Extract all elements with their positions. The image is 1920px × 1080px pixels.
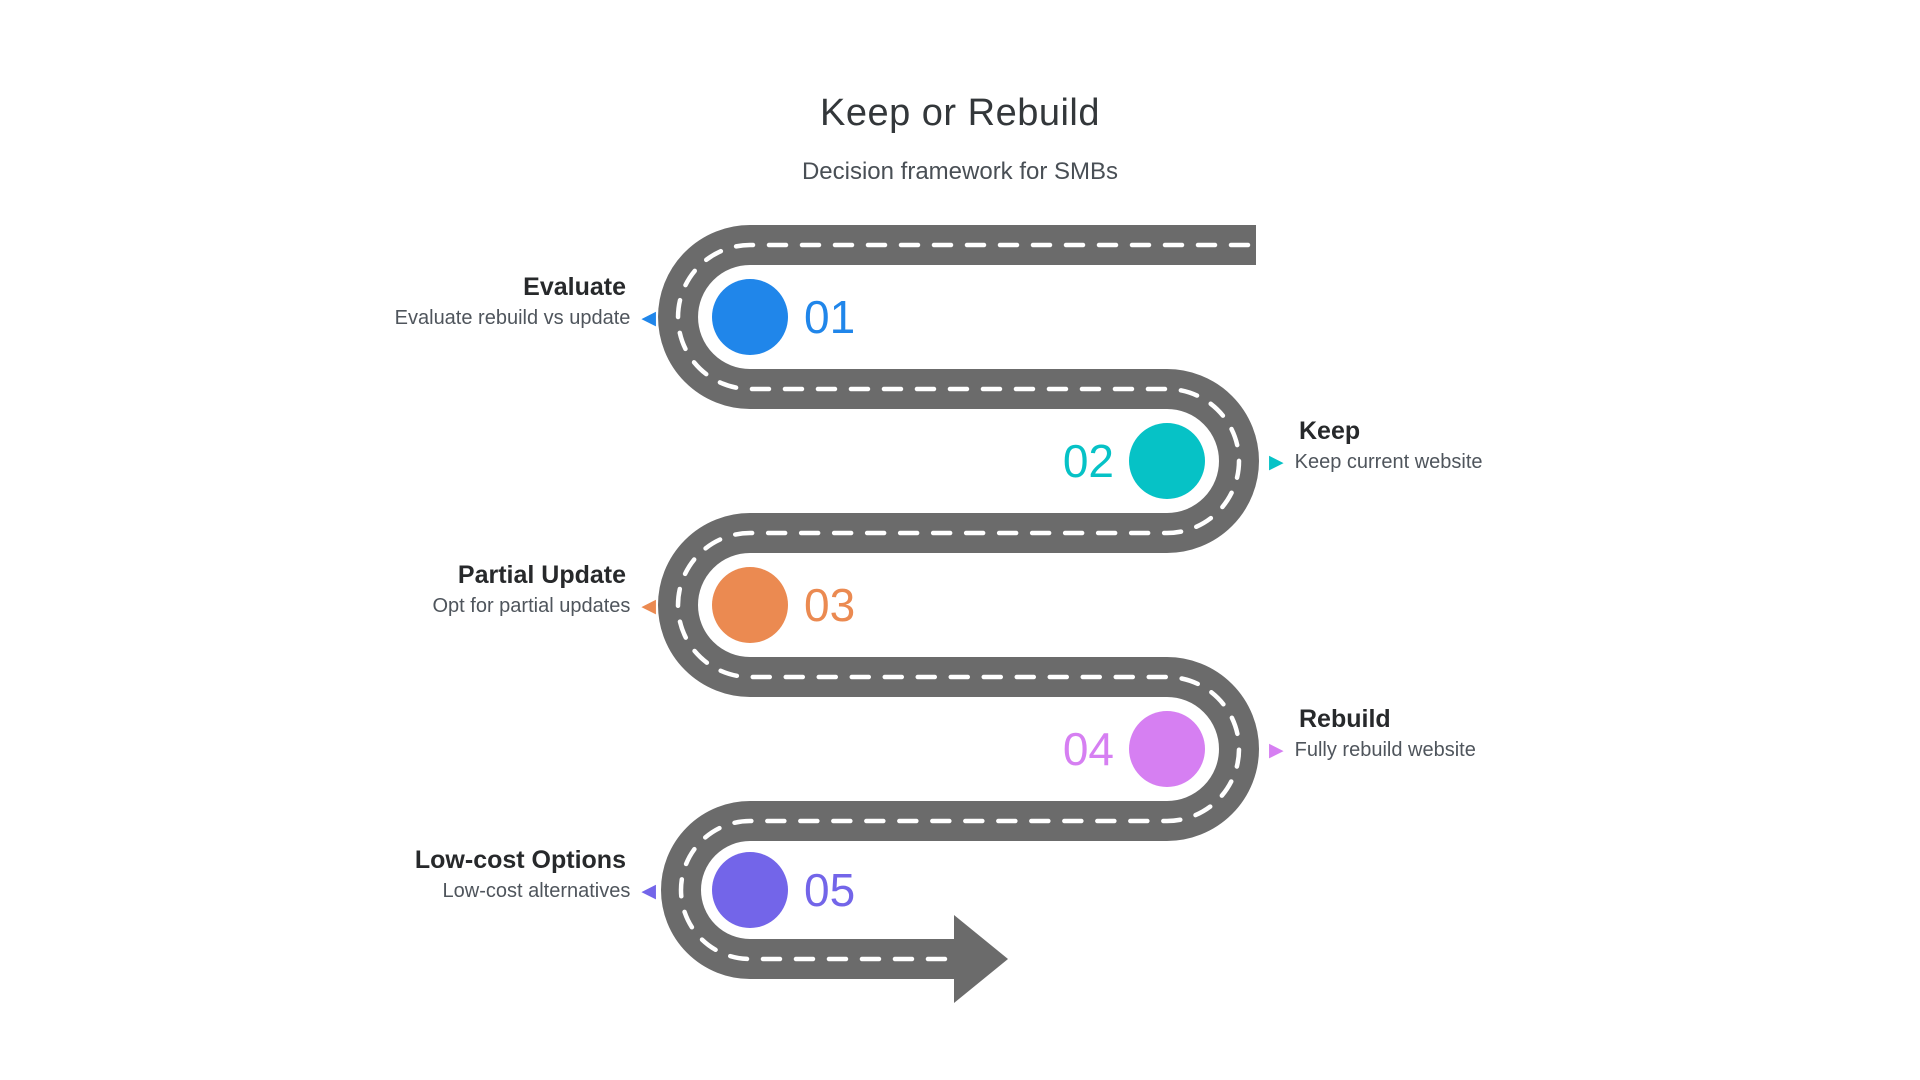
step-3-title: Partial Update — [457, 561, 626, 589]
pointer-right-icon: ▶ — [1269, 451, 1284, 473]
pointer-left-icon: ◀ — [641, 595, 656, 617]
step-1-label: Evaluate Evaluate rebuild vs update ◀ — [395, 272, 656, 332]
step-5-description: Low-cost alternatives — [442, 880, 631, 902]
road-center-line — [675, 242, 1251, 962]
step-2-title: Keep — [1299, 417, 1361, 445]
step-3-number: 03 — [804, 579, 856, 631]
step-1-description: Evaluate rebuild vs update — [394, 307, 631, 329]
step-5-label: Low-cost Options Low-cost alternatives ◀ — [415, 845, 656, 905]
step-4-marker — [1129, 711, 1205, 787]
step-2-description: Keep current website — [1294, 451, 1483, 473]
step-4-number: 04 — [1062, 723, 1114, 775]
step-3-description: Opt for partial updates — [432, 595, 631, 617]
step-1-marker — [712, 279, 788, 355]
page-title: Keep or Rebuild — [819, 92, 1100, 134]
step-2-label: Keep ▶ Keep current website — [1269, 416, 1483, 476]
step-3-marker — [712, 567, 788, 643]
pointer-left-icon: ◀ — [641, 307, 656, 329]
pointer-left-icon: ◀ — [641, 880, 656, 902]
step-3-label: Partial Update Opt for partial updates ◀ — [432, 560, 656, 620]
page-subtitle: Decision framework for SMBs — [801, 158, 1119, 185]
road-arrowhead-icon — [954, 915, 1008, 1003]
step-5-number: 05 — [804, 864, 856, 916]
step-5-marker — [712, 852, 788, 928]
step-4-title: Rebuild — [1299, 705, 1391, 733]
step-4-description: Fully rebuild website — [1294, 739, 1476, 761]
pointer-right-icon: ▶ — [1269, 739, 1284, 761]
step-4-label: Rebuild ▶ Fully rebuild website — [1269, 704, 1476, 764]
step-2-marker — [1129, 423, 1205, 499]
step-2-number: 02 — [1062, 435, 1114, 487]
step-1-number: 01 — [804, 291, 856, 343]
step-5-title: Low-cost Options — [414, 846, 626, 874]
step-1-title: Evaluate — [523, 273, 626, 301]
